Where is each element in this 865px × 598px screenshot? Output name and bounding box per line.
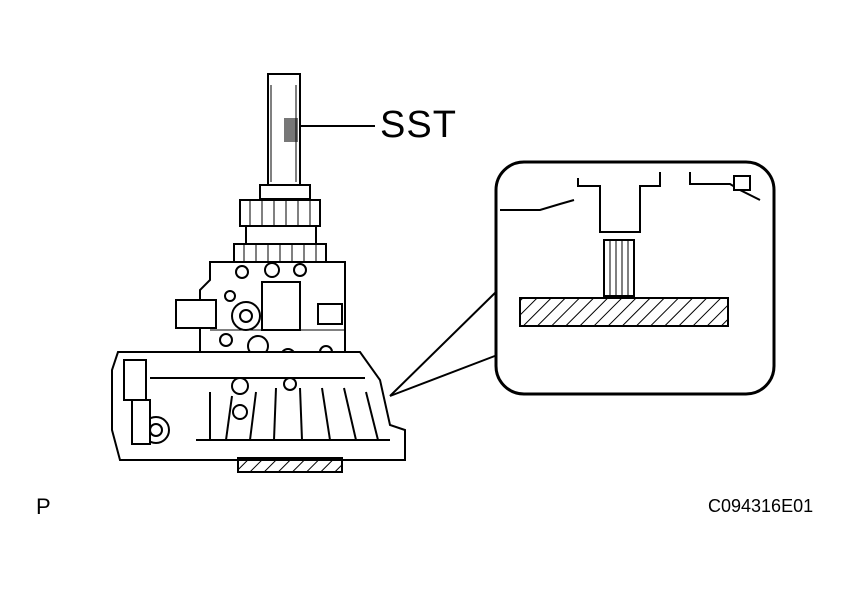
callout-leader-lines [389,289,501,397]
shift-housing [175,261,346,364]
transaxle-case [111,351,406,461]
gear-stack [233,199,327,265]
support-block-under-case [237,457,343,473]
sst-label: SST [380,104,457,146]
position-label: P [36,494,51,519]
sst-tool [259,73,311,200]
figure-code: C094316E01 [708,496,814,516]
support-block-detail [519,297,729,327]
detail-callout [494,160,776,396]
